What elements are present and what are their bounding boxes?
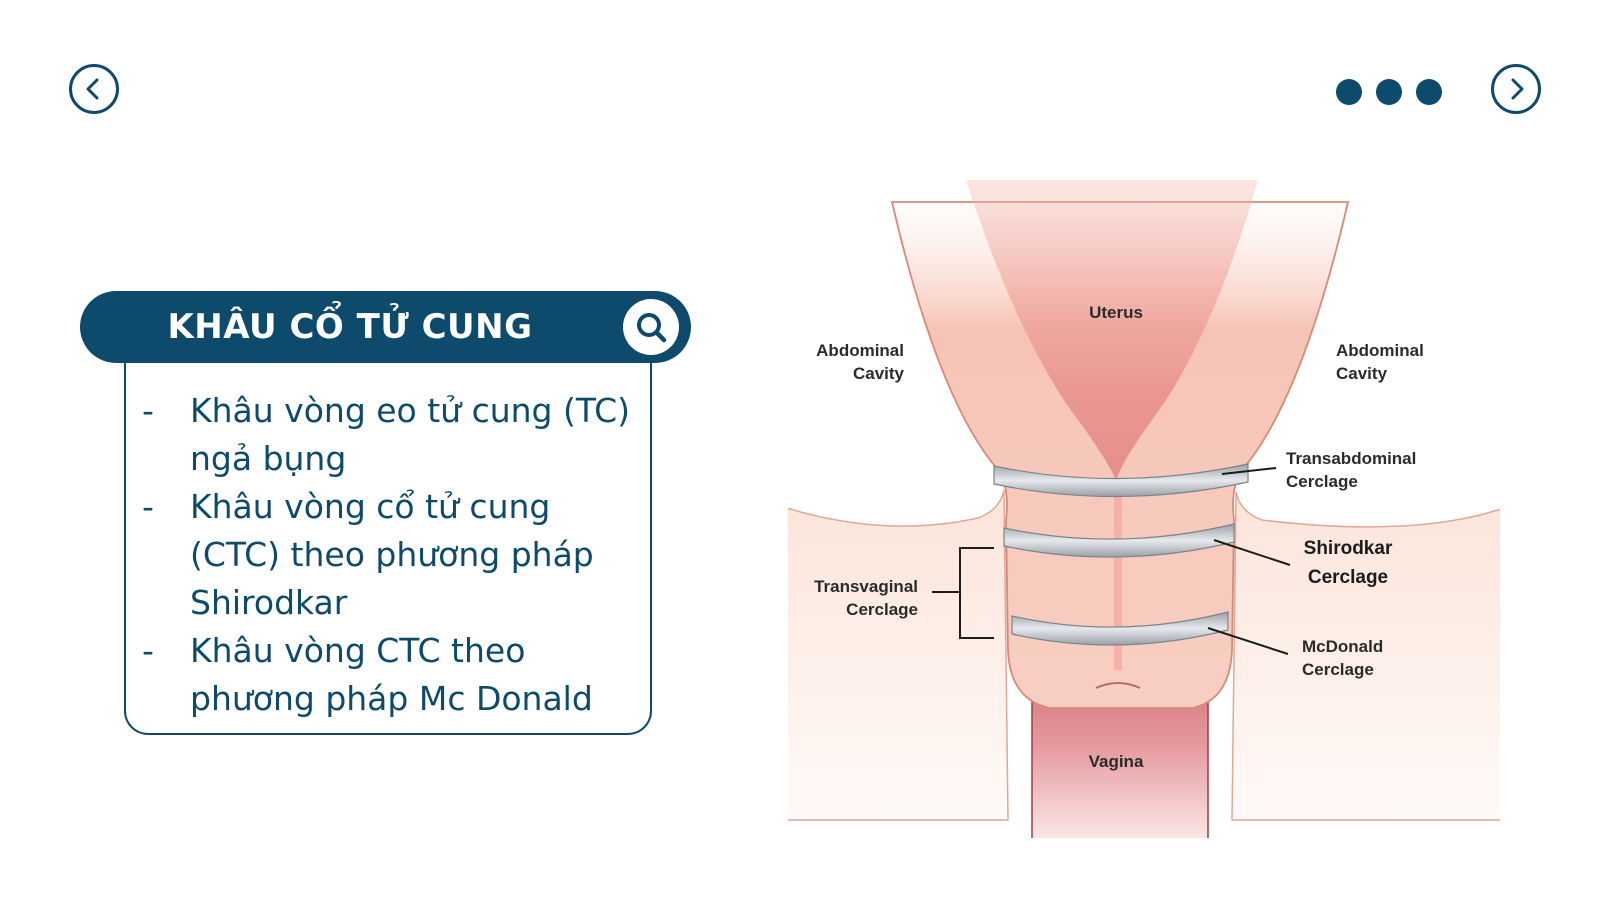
- page-dot-3[interactable]: [1416, 79, 1442, 105]
- transabdominal-label: Transabdominal: [1286, 449, 1416, 468]
- abdominal-cavity-left-label: Abdominal: [816, 341, 904, 360]
- cerclage-illustration: Uterus Abdominal Cavity Abdominal Cavity…: [788, 180, 1500, 838]
- bullet-text: Khâu vòng CTC theo phương pháp Mc Donald: [190, 631, 593, 718]
- transabdominal-ring: [993, 463, 1249, 498]
- list-item: - Khâu vòng CTC theo phương pháp Mc Dona…: [142, 627, 630, 723]
- content-box: - Khâu vòng eo tử cung (TC) ngả bụng - K…: [124, 355, 652, 735]
- bullet-text: Khâu vòng cổ tử cung (CTC) theo phương p…: [190, 487, 594, 622]
- page-title: KHÂU CỔ TỬ CUNG: [167, 307, 533, 347]
- abdominal-cavity-left-label-2: Cavity: [853, 364, 905, 383]
- bullet-dash: -: [142, 631, 154, 670]
- transvaginal-label-2: Cerclage: [846, 600, 918, 619]
- vagina-label: Vagina: [1089, 752, 1144, 771]
- shirodkar-label: Shirodkar: [1304, 538, 1393, 559]
- transabdominal-label-2: Cerclage: [1286, 472, 1358, 491]
- transvaginal-label: Transvaginal: [814, 577, 918, 596]
- list-item: - Khâu vòng cổ tử cung (CTC) theo phương…: [142, 483, 630, 627]
- chevron-right-icon: [1511, 78, 1524, 100]
- bullet-text: Khâu vòng eo tử cung (TC) ngả bụng: [190, 391, 631, 478]
- abdominal-cavity-right-label: Abdominal: [1336, 341, 1424, 360]
- page-dot-2[interactable]: [1376, 79, 1402, 105]
- mcdonald-ring: [1011, 611, 1229, 646]
- uterus-label: Uterus: [1089, 303, 1143, 322]
- bullet-list: - Khâu vòng eo tử cung (TC) ngả bụng - K…: [142, 387, 630, 723]
- title-bar: KHÂU CỔ TỬ CUNG: [80, 291, 691, 363]
- page-dot-1[interactable]: [1336, 79, 1362, 105]
- bullet-dash: -: [142, 487, 154, 526]
- shirodkar-ring: [1003, 523, 1235, 558]
- shirodkar-label-2: Cerclage: [1308, 567, 1388, 588]
- search-icon: [637, 313, 667, 343]
- list-item: - Khâu vòng eo tử cung (TC) ngả bụng: [142, 387, 630, 483]
- abdominal-cavity-right-label-2: Cavity: [1336, 364, 1388, 383]
- bullet-dash: -: [142, 391, 154, 430]
- mcdonald-label-2: Cerclage: [1302, 660, 1374, 679]
- previous-button[interactable]: [69, 64, 119, 114]
- cerclage-diagram: Uterus Abdominal Cavity Abdominal Cavity…: [788, 180, 1500, 838]
- chevron-left-icon: [86, 78, 99, 100]
- search-button[interactable]: [623, 299, 679, 355]
- mcdonald-label: McDonald: [1302, 637, 1383, 656]
- next-button[interactable]: [1491, 64, 1541, 114]
